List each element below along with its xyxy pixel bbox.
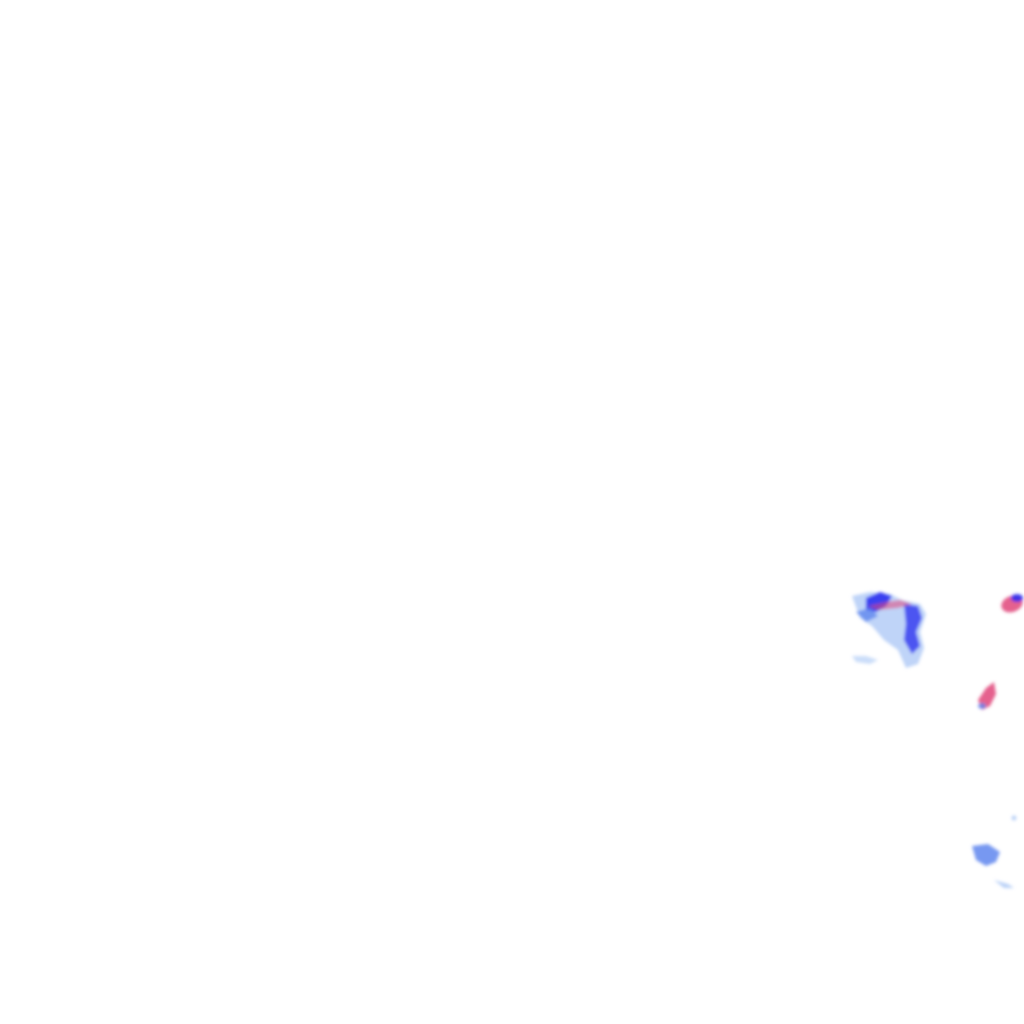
radar-echo-northwest bbox=[852, 592, 926, 668]
echo-mixed-cell-2 bbox=[978, 682, 996, 710]
echo-heavy-cap bbox=[1011, 594, 1023, 602]
echo-light-dot bbox=[1011, 815, 1017, 821]
radar-echo-northeast bbox=[1001, 594, 1023, 613]
echo-mixed-streak bbox=[868, 600, 912, 610]
echo-heavy-core-2 bbox=[904, 604, 922, 654]
echo-moderate-cell bbox=[972, 844, 1000, 866]
echo-moderate-patch bbox=[856, 608, 878, 622]
echo-moderate-dot bbox=[978, 703, 986, 709]
echo-light-trail bbox=[994, 880, 1014, 888]
radar-echo-southeast bbox=[972, 815, 1017, 888]
echo-light-spray bbox=[852, 656, 878, 664]
radar-echo-east-middle bbox=[978, 682, 996, 710]
